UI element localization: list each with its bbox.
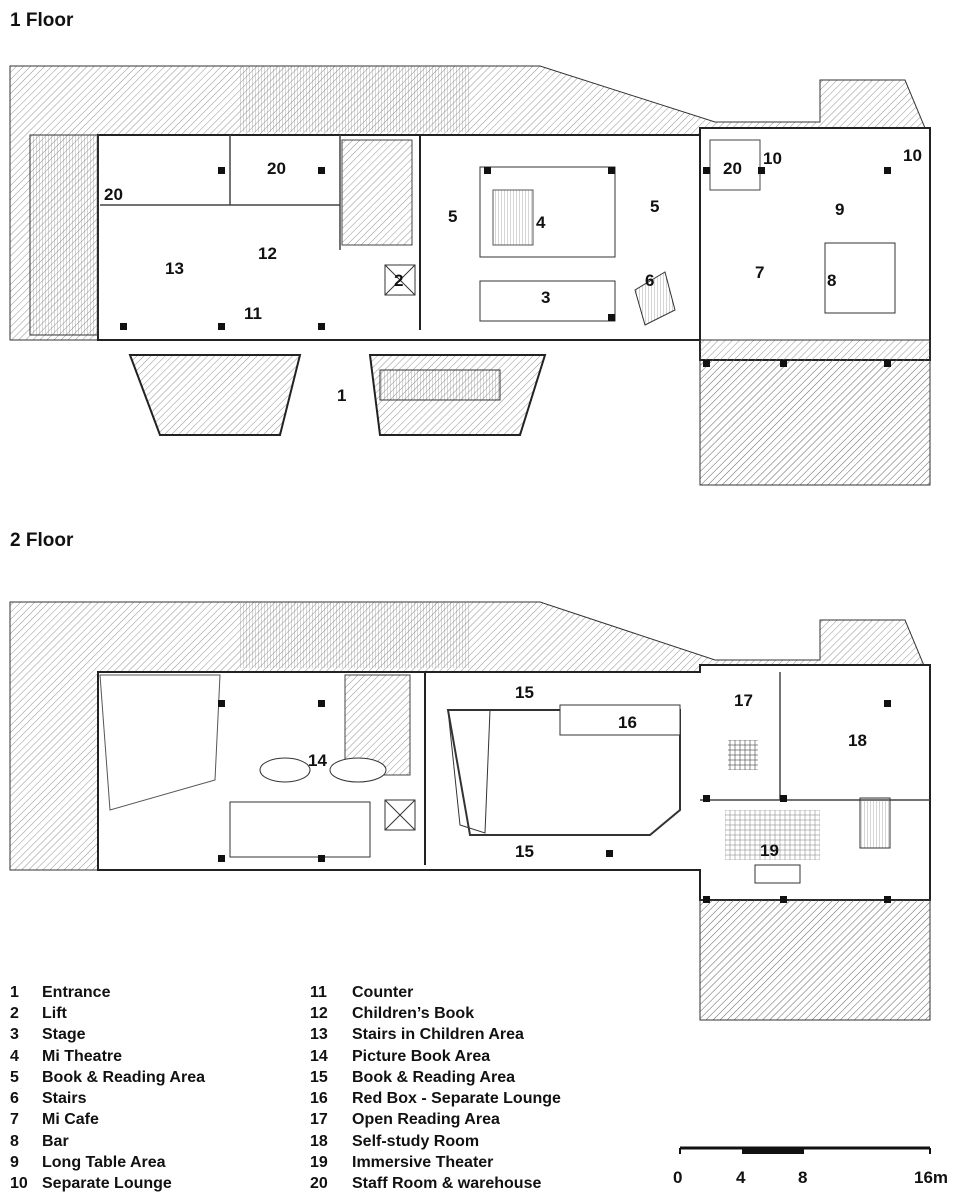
legend-label: Self-study Room — [352, 1132, 480, 1150]
legend-label: Bar — [42, 1132, 69, 1150]
legend-num: 3 — [10, 1026, 19, 1044]
legend-label: Stairs in Children Area — [352, 1026, 524, 1044]
scale-label-8: 8 — [798, 1168, 808, 1187]
legend-label: Book & Reading Area — [352, 1068, 515, 1086]
room-label-15b: 15 — [515, 842, 534, 861]
room-label-9: 9 — [835, 200, 844, 219]
legend-label: Children’s Book — [352, 1004, 475, 1022]
legend-label: Entrance — [42, 983, 111, 1001]
floor-2-title: 2 Floor — [10, 530, 74, 551]
legend-item: 8 Bar — [10, 1131, 205, 1152]
legend-label: Open Reading Area — [352, 1111, 500, 1129]
legend-item: 18 Self-study Room — [310, 1131, 561, 1152]
legend-num: 12 — [310, 1004, 328, 1022]
legend-num: 14 — [310, 1047, 328, 1065]
room-label-20a: 20 — [104, 185, 123, 204]
legend-label: Picture Book Area — [352, 1047, 491, 1065]
legend-label: Counter — [352, 983, 414, 1001]
legend-right-column: 11 Counter 12 Children’s Book 13 Stairs in … — [310, 982, 561, 1195]
room-label-20c: 20 — [723, 159, 742, 178]
legend-num: 5 — [10, 1068, 19, 1086]
legend-num: 16 — [310, 1090, 328, 1108]
room-label-15a: 15 — [515, 683, 534, 702]
room-label-20b: 20 — [267, 159, 286, 178]
room-label-10b: 10 — [903, 146, 922, 165]
legend-num: 18 — [310, 1132, 328, 1150]
scale-label-16m: 16m — [914, 1168, 949, 1187]
legend-item: 17 Open Reading Area — [310, 1110, 561, 1131]
floor-1-title: 1 Floor — [10, 10, 74, 31]
room-label-17: 17 — [734, 691, 753, 710]
legend-label: Immersive Theater — [352, 1154, 494, 1172]
room-label-13: 13 — [165, 259, 184, 278]
legend-label: Red Box - Separate Lounge — [352, 1090, 561, 1108]
scale-label-4: 4 — [736, 1168, 746, 1187]
scale-bar — [679, 1146, 931, 1154]
scale-label-0: 0 — [673, 1168, 683, 1187]
floor-2-plan: 14 15 15 16 17 18 19 — [9, 601, 931, 1021]
legend-item: 16 Red Box - Separate Lounge — [310, 1088, 561, 1109]
legend-num: 15 — [310, 1068, 328, 1086]
legend-item: 2 Lift — [10, 1003, 205, 1024]
room-label-3: 3 — [541, 288, 550, 307]
legend-num: 19 — [310, 1154, 328, 1172]
legend-item: 20 Staff Room & warehouse — [310, 1174, 561, 1195]
legend-num: 2 — [10, 1004, 19, 1022]
legend-num: 20 — [310, 1175, 328, 1193]
legend-label: Mi Cafe — [42, 1111, 99, 1129]
legend-label: Mi Theatre — [42, 1047, 123, 1065]
room-label-16: 16 — [618, 713, 637, 732]
legend-label: Lift — [42, 1004, 67, 1022]
legend-num: 13 — [310, 1026, 328, 1044]
room-label-19: 19 — [760, 841, 779, 860]
legend-label: Staff Room & warehouse — [352, 1175, 542, 1193]
legend-num: 6 — [10, 1090, 19, 1108]
legend-item: 14 Picture Book Area — [310, 1046, 561, 1067]
legend-label: Stairs — [42, 1090, 87, 1108]
legend-item: 5 Book & Reading Area — [10, 1067, 205, 1088]
room-label-8: 8 — [827, 271, 836, 290]
room-label-14: 14 — [308, 751, 327, 770]
legend-num: 9 — [10, 1154, 19, 1172]
legend-label: Long Table Area — [42, 1154, 166, 1172]
legend-item: 4 Mi Theatre — [10, 1046, 205, 1067]
legend-num: 8 — [10, 1132, 19, 1150]
legend-num: 1 — [10, 983, 19, 1001]
floor-1-plan: 1 2 3 4 5 5 6 7 8 9 10 10 11 12 13 20 20… — [9, 65, 931, 486]
legend-item: 13 Stairs in Children Area — [310, 1025, 561, 1046]
room-label-10a: 10 — [763, 149, 782, 168]
legend-num: 4 — [10, 1047, 19, 1065]
room-label-5a: 5 — [448, 207, 457, 226]
room-label-5b: 5 — [650, 197, 659, 216]
room-label-11: 11 — [244, 304, 262, 323]
legend-num: 11 — [310, 983, 327, 1001]
legend-left-column: 1 Entrance 2 Lift 3 Stage 4 Mi Theatre 5 Book… — [10, 982, 205, 1195]
room-label-1: 1 — [337, 386, 346, 405]
legend-label: Stage — [42, 1026, 86, 1044]
legend-item: 15 Book & Reading Area — [310, 1067, 561, 1088]
legend-item: 7 Mi Cafe — [10, 1110, 205, 1131]
room-label-7: 7 — [755, 263, 764, 282]
legend-num: 7 — [10, 1111, 19, 1129]
legend-item: 1 Entrance — [10, 982, 205, 1003]
legend-item: 10 Separate Lounge — [10, 1174, 205, 1195]
room-label-12: 12 — [258, 244, 277, 263]
legend-label: Separate Lounge — [42, 1175, 172, 1193]
room-label-18: 18 — [848, 731, 867, 750]
legend-num: 17 — [310, 1111, 328, 1129]
room-label-6: 6 — [645, 271, 654, 290]
legend-item: 3 Stage — [10, 1025, 205, 1046]
room-label-2: 2 — [394, 271, 403, 290]
legend-num: 10 — [10, 1175, 28, 1193]
legend-item: 19 Immersive Theater — [310, 1152, 561, 1173]
room-label-4: 4 — [536, 213, 546, 232]
legend-item: 11 Counter — [310, 982, 561, 1003]
legend-item: 12 Children’s Book — [310, 1003, 561, 1024]
legend-item: 6 Stairs — [10, 1088, 205, 1109]
legend-label: Book & Reading Area — [42, 1068, 205, 1086]
legend-item: 9 Long Table Area — [10, 1152, 205, 1173]
